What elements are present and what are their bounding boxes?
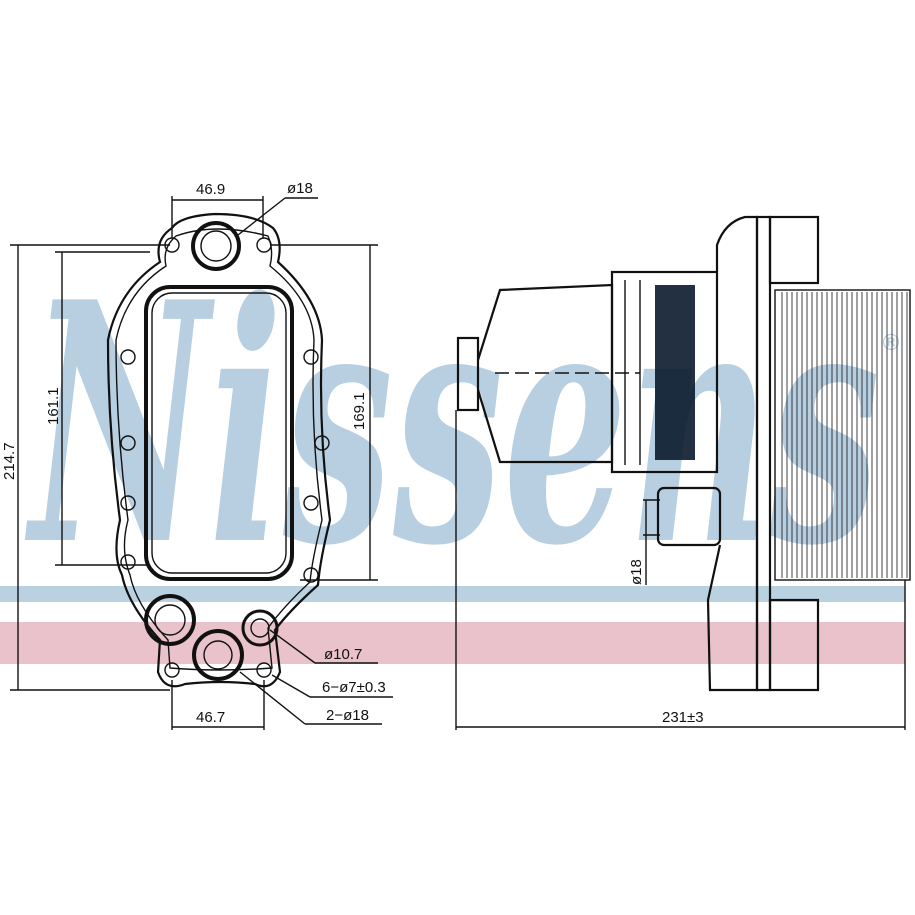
dimension-lines [10,196,393,730]
front-view: 46.9 ø18 214.7 161.1 169.1 ø10.7 6−ø7±0.… [1,180,393,730]
cooler-outline [106,212,332,688]
side-dimension-lines [455,410,906,730]
dim-height-total: 214.7 [1,442,18,480]
registered-mark: ® [880,331,902,356]
side-view: ø18 231±3 [455,215,911,730]
dim-small-port: ø10.7 [324,646,362,663]
watermark-logo-text: Nissens [24,230,880,618]
seal-gasket [144,285,294,581]
mounting-flange [755,215,772,692]
dim-height-inner-left: 161.1 [45,387,62,425]
cooler-fins [774,289,911,581]
bolt-holes [120,237,330,678]
dim-holes: 6−ø7±0.3 [322,679,386,696]
dim-pipe-diameter: ø18 [628,559,645,585]
dim-length: 231±3 [662,709,704,726]
nissens-watermark: Nissens ® [0,230,905,664]
dim-bottom-ports: 2−ø18 [326,707,369,724]
ports [144,221,279,681]
outlet-pipe [656,486,722,547]
dim-top-port: ø18 [287,180,313,197]
top-block [768,215,820,285]
dim-bottom-spacing: 46.7 [196,709,225,726]
filter-nut [456,336,480,412]
filter-collar [610,270,719,474]
blue-band [0,586,905,602]
dim-height-inner-right: 169.1 [351,392,368,430]
dim-top-spacing: 46.9 [196,181,225,198]
bottom-block [768,598,820,692]
